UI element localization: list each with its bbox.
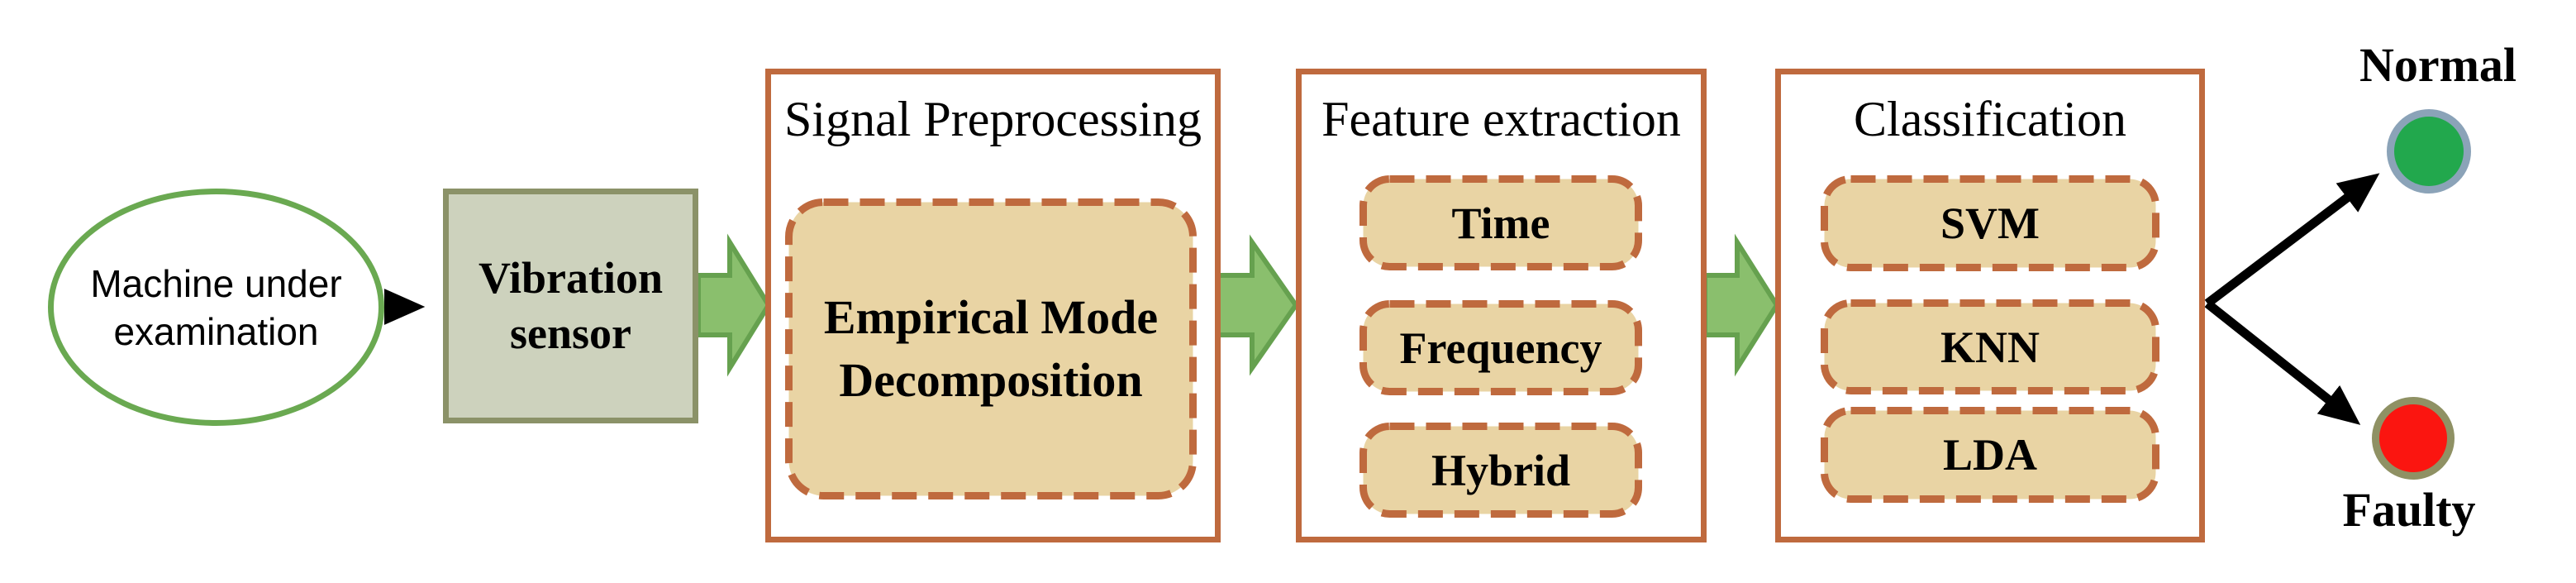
classifier-box-knn: KNN bbox=[1821, 299, 2159, 394]
normal-output-label: Normal bbox=[2359, 38, 2517, 92]
arrow-to-faulty-icon bbox=[2204, 299, 2361, 425]
empirical-mode-decomposition-box: Empirical Mode Decomposition bbox=[785, 198, 1197, 499]
feature-box-time: Time bbox=[1359, 175, 1642, 270]
panel-title-signal-preprocessing: Signal Preprocessing bbox=[784, 92, 1202, 146]
dashed-border-icon bbox=[1359, 423, 1642, 518]
panel-title-feature-extraction: Feature extraction bbox=[1321, 92, 1681, 146]
emd-label-line1: Empirical Mode bbox=[823, 290, 1159, 344]
dashed-border-icon bbox=[1821, 299, 2159, 394]
feature-label-frequency: Frequency bbox=[1399, 323, 1602, 373]
dashed-border-icon bbox=[1359, 300, 1642, 395]
faulty-output-label: Faulty bbox=[2342, 483, 2476, 537]
sensor-label-line2: sensor bbox=[510, 308, 631, 358]
sensor-label-line1: Vibration bbox=[478, 253, 663, 303]
dashed-border-icon bbox=[785, 198, 1197, 499]
classifier-box-svm: SVM bbox=[1821, 175, 2159, 271]
machine-label-line2: examination bbox=[113, 309, 319, 353]
feature-box-frequency: Frequency bbox=[1359, 300, 1642, 395]
feature-label-time: Time bbox=[1451, 198, 1550, 248]
dashed-border-icon bbox=[1821, 175, 2159, 271]
vibration-sensor-node: Vibration sensor bbox=[443, 189, 698, 423]
faulty-indicator bbox=[2372, 397, 2455, 480]
flow-arrow-preprocessing-to-feature-icon bbox=[1215, 234, 1299, 376]
machine-label-line1: Machine under bbox=[90, 261, 342, 305]
machine-under-examination-node: Machine under examination bbox=[48, 189, 384, 426]
classifier-label-lda: LDA bbox=[1942, 430, 2037, 480]
feature-label-hybrid: Hybrid bbox=[1431, 445, 1571, 495]
normal-indicator bbox=[2387, 109, 2471, 194]
classifier-label-knn: KNN bbox=[1940, 322, 2040, 372]
classifier-box-lda: LDA bbox=[1821, 407, 2159, 503]
flow-arrow-feature-to-classification-icon bbox=[1702, 233, 1780, 377]
panel-title-classification: Classification bbox=[1854, 92, 2126, 146]
classifier-label-svm: SVM bbox=[1940, 198, 2040, 248]
dashed-border-icon bbox=[1359, 175, 1642, 270]
feature-box-hybrid: Hybrid bbox=[1359, 423, 1642, 518]
emd-label-line2: Decomposition bbox=[839, 353, 1143, 407]
flow-arrow-sensor-to-preprocessing-icon bbox=[696, 233, 772, 377]
emd-label: Empirical Mode Decomposition bbox=[785, 198, 1197, 499]
arrow-to-normal-icon bbox=[2204, 173, 2380, 308]
dashed-border-icon bbox=[1821, 407, 2159, 503]
